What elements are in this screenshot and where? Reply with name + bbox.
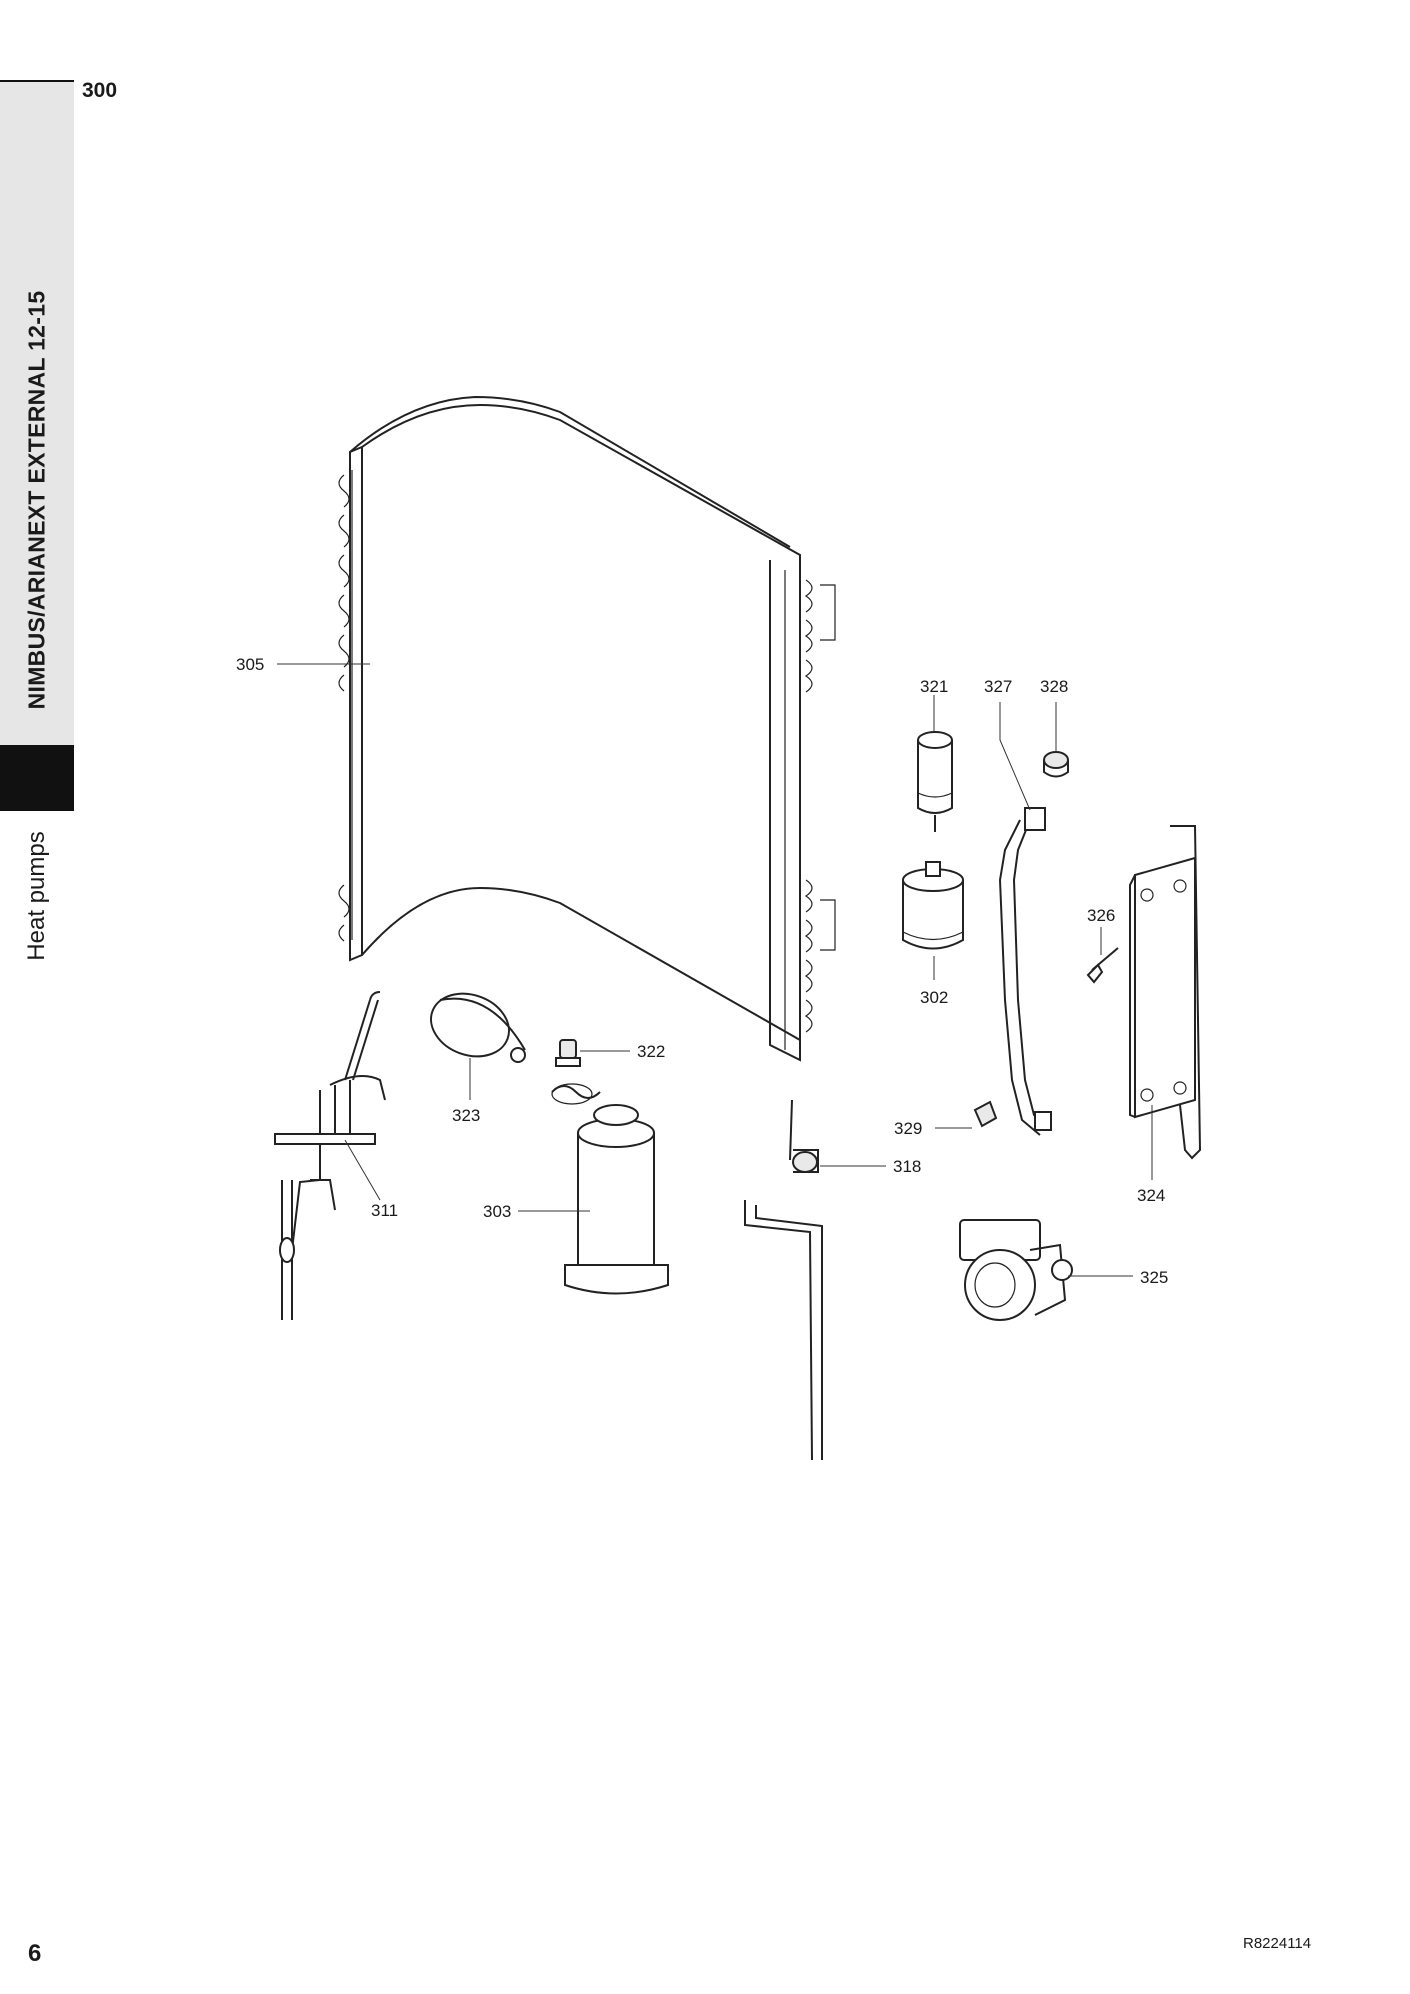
- leader-327: [999, 702, 1031, 811]
- pipe-327: [998, 807, 1052, 1136]
- callout-328: 328: [1040, 677, 1068, 696]
- callout-325: 325: [1140, 1268, 1168, 1287]
- callout-329: 329: [894, 1119, 922, 1138]
- callout-323: 323: [452, 1106, 480, 1125]
- accumulator-302: [902, 861, 964, 950]
- valve-assembly-311: [274, 991, 386, 1320]
- document-code: R8224114: [1243, 1935, 1312, 1952]
- callout-326: 326: [1087, 906, 1115, 925]
- callout-324: 324: [1137, 1186, 1165, 1205]
- plug-328: [1043, 751, 1069, 778]
- fitting-329: [973, 1100, 998, 1128]
- callout-305: 305: [236, 655, 264, 674]
- clip-318: [789, 1099, 819, 1173]
- callout-302: 302: [920, 988, 948, 1007]
- sidebar-black-tab: [0, 745, 74, 811]
- callout-321: 321: [920, 677, 948, 696]
- switch-322: [555, 1039, 581, 1067]
- compressor-303: [551, 1083, 669, 1295]
- coil-right-return-bends: [804, 579, 836, 1033]
- section-number: 300: [82, 79, 118, 102]
- callout-311: 311: [371, 1201, 398, 1220]
- coil-305: [338, 395, 836, 1062]
- leader-311: [344, 1139, 381, 1201]
- callout-303: 303: [483, 1202, 511, 1221]
- page-number: 6: [28, 1940, 42, 1967]
- callout-318: 318: [893, 1157, 921, 1176]
- heat-exchanger-324: [1129, 825, 1202, 1160]
- sidebar-band: [0, 82, 74, 745]
- pipe-section-near-318: [744, 1200, 823, 1461]
- probe-326: [1086, 947, 1119, 984]
- pump-325: [959, 1219, 1073, 1321]
- callout-leaders: [277, 663, 1153, 1277]
- callout-327: 327: [984, 677, 1012, 696]
- coil-left-return-bends: [338, 474, 350, 942]
- callout-322: 322: [637, 1042, 665, 1061]
- drier-321: [917, 731, 953, 832]
- vessel-323: [430, 992, 526, 1063]
- callout-labels: 305 321 327 328 326 302 322 323 329 318 …: [236, 655, 1168, 1287]
